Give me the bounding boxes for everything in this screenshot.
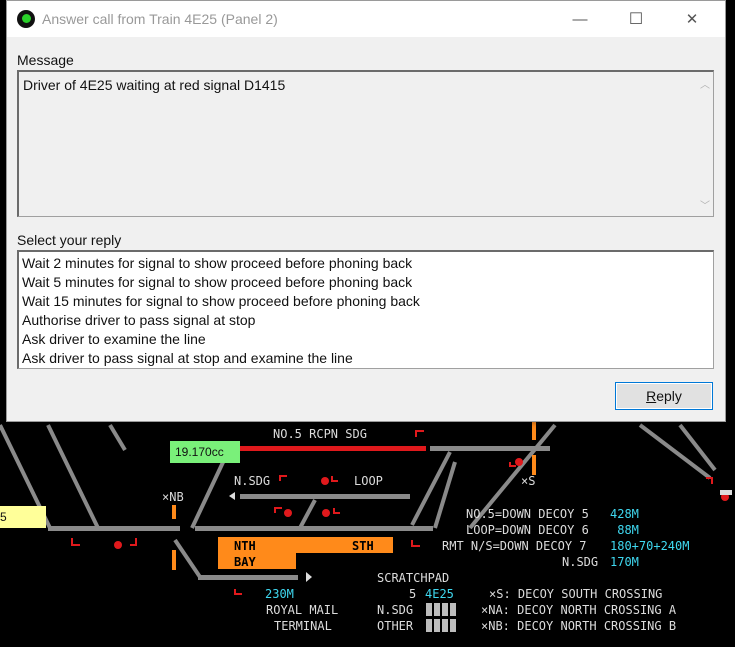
track-segment [240, 494, 410, 499]
no5-rcpn-sdg-label: NO.5 RCPN SDG [273, 427, 367, 441]
decoy-row-value: 180+70+240M [610, 539, 690, 553]
minimize-button[interactable]: — [572, 10, 588, 28]
reply-option[interactable]: Wait 15 minutes for signal to show proce… [22, 293, 420, 309]
reply-option[interactable]: Authorise driver to pass signal at stop [22, 312, 256, 328]
crossing-legend: ×NB: DECOY NORTH CROSSING B [481, 619, 677, 633]
crossing-legend: ×NA: DECOY NORTH CROSSING A [481, 603, 677, 617]
bay-label: BAY [234, 555, 256, 569]
message-label: Message [17, 52, 74, 68]
decoy-row-label: RMT N/S=DOWN DECOY 7 [442, 539, 587, 553]
track-segment [195, 526, 433, 531]
platform-bay [218, 553, 296, 569]
scratchpad-row1-num: 5 [409, 587, 417, 601]
track-segment [48, 526, 180, 531]
maximize-button[interactable]: ☐ [628, 11, 644, 28]
platform-marker [532, 420, 536, 440]
scratchpad-row2-label: N.SDG [377, 603, 414, 617]
track-segment [430, 446, 550, 451]
reply-option[interactable]: Ask driver to pass signal at stop and ex… [22, 350, 353, 366]
timer-display: 19.170cc [170, 441, 240, 463]
occupied-track-no5 [228, 446, 426, 451]
length-230-label: 230M [265, 587, 294, 601]
crossing-legend: ×S: DECOY SOUTH CROSSING [489, 587, 663, 601]
reply-button-label: eply [656, 388, 682, 404]
title-bar[interactable]: Answer call from Train 4E25 (Panel 2) — … [7, 1, 725, 37]
message-text: Driver of 4E25 waiting at red signal D14… [23, 77, 286, 93]
close-button[interactable]: ✕ [685, 11, 699, 28]
scroll-down-icon[interactable]: ﹀ [700, 201, 710, 212]
platform-marker [172, 550, 176, 570]
left-edge-tag: 5 [0, 506, 46, 528]
decoy-row-label: LOOP=DOWN DECOY 6 [466, 523, 589, 537]
message-scrollbar[interactable]: ︿ ﹀ [697, 72, 713, 216]
scratchpad-row2-slots[interactable] [426, 603, 456, 616]
scroll-up-icon[interactable]: ︿ [700, 80, 710, 91]
platform-marker [172, 505, 176, 519]
window-title: Answer call from Train 4E25 (Panel 2) [42, 11, 278, 27]
track-segment [198, 575, 298, 580]
reply-options-list[interactable]: Wait 2 minutes for signal to show procee… [17, 250, 714, 369]
scratchpad-row3-slots[interactable] [426, 619, 456, 632]
app-signal-icon [17, 10, 35, 28]
scratchpad-row3-label: OTHER [377, 619, 414, 633]
decoy-row-value: 428M [610, 507, 639, 521]
sth-label: STH [352, 539, 374, 553]
loop-label: LOOP [354, 474, 383, 488]
decoy-row-value: 88M [610, 523, 639, 537]
reply-option[interactable]: Wait 2 minutes for signal to show procee… [22, 255, 413, 271]
platform-nth-sth [218, 537, 393, 553]
answer-call-dialog: Answer call from Train 4E25 (Panel 2) — … [6, 0, 726, 422]
royal-mail-label: ROYAL MAIL [266, 603, 339, 617]
scratchpad-title: SCRATCHPAD [377, 571, 450, 585]
reply-label: Select your reply [17, 232, 122, 248]
scratchpad-row1-value[interactable]: 4E25 [425, 587, 454, 601]
reply-option[interactable]: Wait 5 minutes for signal to show procee… [22, 274, 413, 290]
nth-label: NTH [234, 539, 256, 553]
decoy-row-label: NO.5=DOWN DECOY 5 [466, 507, 589, 521]
reply-option[interactable]: Ask driver to examine the line [22, 331, 206, 347]
xnb-label: ×NB [162, 490, 184, 504]
n-sdg-label: N.SDG [234, 474, 271, 488]
reply-button-accel: R [646, 388, 657, 404]
decoy-row-value: 170M [610, 555, 639, 569]
platform-marker [532, 455, 536, 475]
xs-label: ×S [521, 474, 536, 488]
terminal-label: TERMINAL [274, 619, 332, 633]
decoy-row-label: N.SDG [562, 555, 599, 569]
message-box[interactable]: Driver of 4E25 waiting at red signal D14… [17, 70, 714, 217]
